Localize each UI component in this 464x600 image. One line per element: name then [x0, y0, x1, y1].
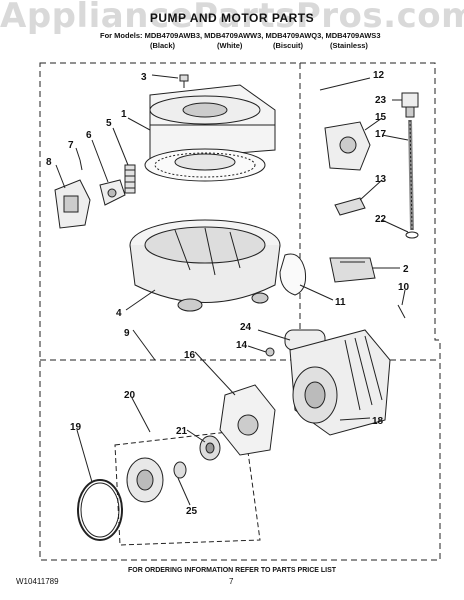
screw-part-3 [179, 74, 189, 88]
screw-part-10 [397, 304, 406, 319]
clip-part-13 [334, 197, 366, 216]
callout-17: 17 [375, 129, 387, 140]
callout-16: 16 [184, 350, 196, 361]
callout-15: 15 [375, 112, 387, 123]
color-stainless: (Stainless) [330, 41, 368, 50]
impeller-box [114, 429, 261, 546]
clamp-part-22 [405, 231, 419, 239]
sensor-part-8 [54, 179, 91, 229]
outer-boundary [39, 62, 441, 561]
callout-3: 3 [141, 72, 147, 83]
callout-7: 7 [68, 140, 74, 151]
pump-housing-part-4 [129, 219, 281, 312]
color-white: (White) [217, 41, 243, 50]
page-number: 7 [229, 577, 234, 586]
page-title: PUMP AND MOTOR PARTS [149, 11, 315, 25]
nut-part-14 [265, 347, 275, 357]
chopper-part-6 [99, 179, 126, 206]
color-biscuit: (Biscuit) [273, 41, 303, 50]
callout-14: 14 [236, 340, 248, 351]
spiked-ring [144, 148, 266, 182]
callout-19: 19 [70, 422, 82, 433]
callout-18: 18 [372, 416, 384, 427]
drain-hose-part-17 [408, 119, 414, 231]
volute-part-16 [219, 384, 276, 456]
callout-21: 21 [176, 426, 188, 437]
o-ring-part-19 [77, 479, 123, 541]
gasket-part-11 [279, 253, 306, 296]
callout-2: 2 [403, 264, 409, 275]
callout-22: 22 [375, 214, 387, 225]
drain-pump-part-15 [324, 121, 371, 171]
impeller [126, 457, 187, 503]
callout-20: 20 [124, 390, 136, 401]
callout-9: 9 [124, 328, 130, 339]
callout-6: 6 [86, 130, 92, 141]
filter-assembly-part-1 [149, 84, 276, 161]
callout-5: 5 [106, 118, 112, 129]
callout-11: 11 [335, 297, 346, 308]
watermark-text: AppliancePartsPros.com [0, 0, 464, 36]
document-code: W10411789 [16, 577, 59, 586]
callout-23: 23 [375, 95, 387, 106]
callout-8: 8 [46, 157, 52, 168]
screen-part-5 [124, 164, 136, 194]
bracket-part-2 [329, 257, 376, 283]
callout-24: 24 [240, 322, 252, 333]
ordering-info: FOR ORDERING INFORMATION REFER TO PARTS … [127, 567, 337, 574]
models-line: For Models: MDB4709AWB3, MDB4709AWW3, MD… [100, 31, 381, 40]
color-variants: (Black) (White) (Biscuit) (Stainless) [0, 41, 464, 51]
callout-25: 25 [186, 506, 198, 517]
screw-part-7 [79, 159, 83, 171]
callout-10: 10 [398, 282, 410, 293]
callout-13: 13 [375, 174, 387, 185]
color-black: (Black) [150, 41, 176, 50]
seal-part-21 [199, 435, 221, 461]
valve-part-23 [401, 92, 419, 118]
callout-12: 12 [373, 70, 385, 81]
callout-1: 1 [121, 109, 127, 120]
callout-4: 4 [116, 308, 122, 319]
motor-part-18 [289, 329, 391, 436]
